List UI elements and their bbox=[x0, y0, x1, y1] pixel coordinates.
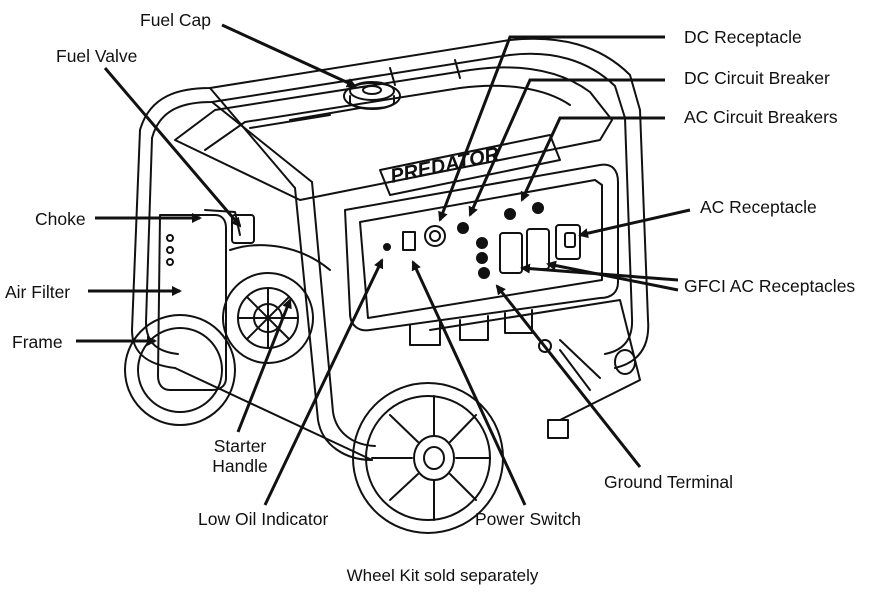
leader-low-oil bbox=[263, 258, 384, 506]
ground-terminal-shape bbox=[538, 339, 552, 353]
ac-breaker-2 bbox=[532, 202, 544, 214]
label-power-switch: Power Switch bbox=[475, 509, 582, 529]
leader-lines bbox=[76, 23, 691, 506]
air-filter-shape bbox=[157, 214, 227, 391]
leader-dc-receptacle bbox=[438, 35, 665, 222]
leader-ac-breakers bbox=[520, 116, 665, 202]
ac-breaker-1 bbox=[504, 208, 516, 220]
fuel-tank bbox=[174, 59, 613, 201]
label-starter-handle: Starter Handle bbox=[212, 436, 268, 476]
brand-plate bbox=[379, 134, 561, 196]
base bbox=[429, 299, 641, 439]
rear-wheel bbox=[124, 314, 236, 426]
fuel-cap-shape bbox=[343, 81, 401, 110]
leader-ac-receptacle bbox=[578, 208, 691, 239]
ac-receptacle-shape bbox=[555, 224, 581, 260]
label-frame: Frame bbox=[12, 332, 63, 352]
foot bbox=[547, 419, 569, 439]
leader-gfci-2 bbox=[546, 260, 679, 292]
gfci-receptacle-1 bbox=[499, 232, 523, 274]
label-ac-circuit-breakers: AC Circuit Breakers bbox=[684, 107, 838, 127]
caption: Wheel Kit sold separately bbox=[346, 566, 539, 585]
control-panel bbox=[344, 163, 619, 332]
label-choke: Choke bbox=[35, 209, 86, 229]
label-ac-receptacle: AC Receptacle bbox=[700, 197, 817, 217]
handle-end bbox=[614, 349, 636, 375]
label-fuel-cap: Fuel Cap bbox=[140, 10, 212, 30]
dc-receptacle-shape bbox=[424, 225, 446, 247]
recoil-starter bbox=[222, 272, 314, 364]
power-switch-shape bbox=[402, 231, 416, 251]
engine bbox=[157, 209, 331, 391]
wheels bbox=[124, 314, 504, 534]
label-gfci-ac-receptacles: GFCI AC Receptacles bbox=[684, 276, 856, 296]
low-oil-light bbox=[383, 243, 391, 251]
leader-starter-handle bbox=[236, 298, 292, 433]
label-low-oil-indicator: Low Oil Indicator bbox=[198, 509, 329, 529]
leader-fuel-cap bbox=[221, 23, 357, 88]
gfci-receptacle-2 bbox=[526, 228, 550, 270]
leader-fuel-valve bbox=[103, 67, 242, 228]
leader-power-switch bbox=[411, 260, 527, 506]
label-air-filter: Air Filter bbox=[5, 282, 71, 302]
label-dc-circuit-breaker: DC Circuit Breaker bbox=[684, 68, 830, 88]
label-fuel-valve: Fuel Valve bbox=[56, 46, 138, 66]
frame-tubing bbox=[131, 37, 650, 461]
dc-breaker-shape bbox=[457, 222, 469, 234]
generator-illustration bbox=[124, 37, 650, 534]
label-ground-terminal: Ground Terminal bbox=[604, 472, 734, 492]
leader-dc-breaker bbox=[468, 78, 665, 217]
label-dc-receptacle: DC Receptacle bbox=[684, 27, 802, 47]
leader-ground-terminal bbox=[495, 284, 642, 468]
choke-lever bbox=[231, 214, 255, 244]
